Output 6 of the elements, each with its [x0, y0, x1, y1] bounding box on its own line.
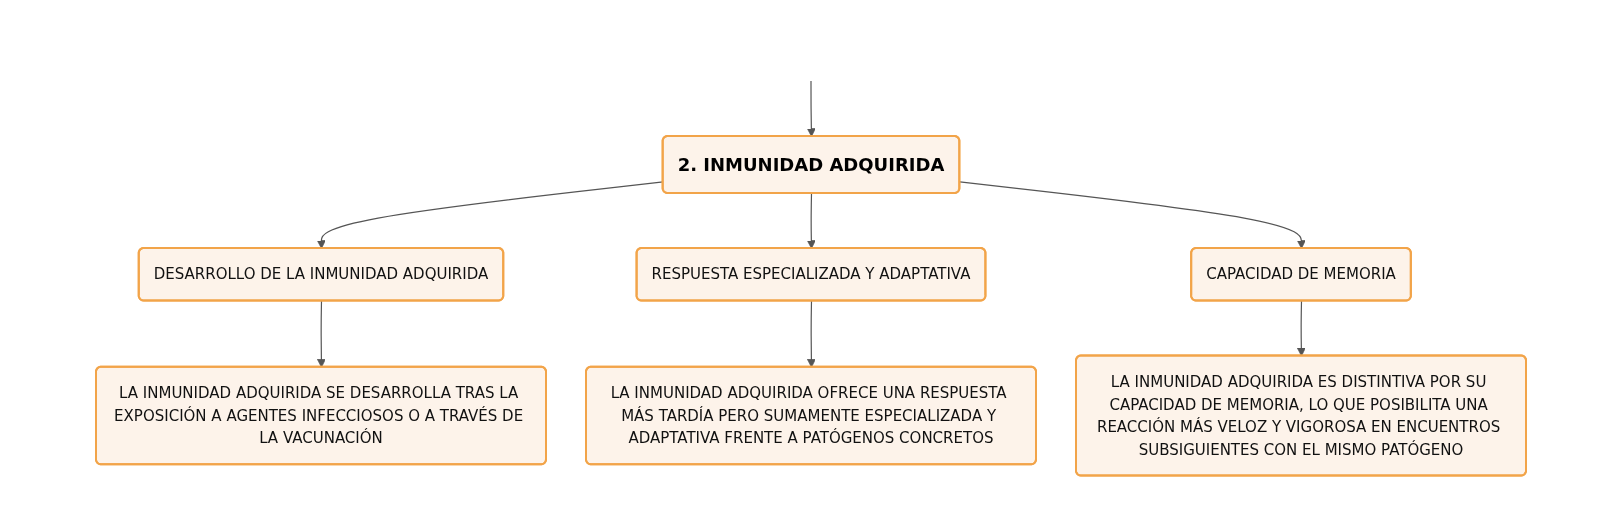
arrow: [806, 80, 816, 137]
arrow: [317, 300, 326, 368]
arrow: [807, 300, 816, 368]
arrow: [1296, 300, 1306, 357]
arrow: [806, 192, 816, 249]
arrow: [959, 181, 1306, 249]
